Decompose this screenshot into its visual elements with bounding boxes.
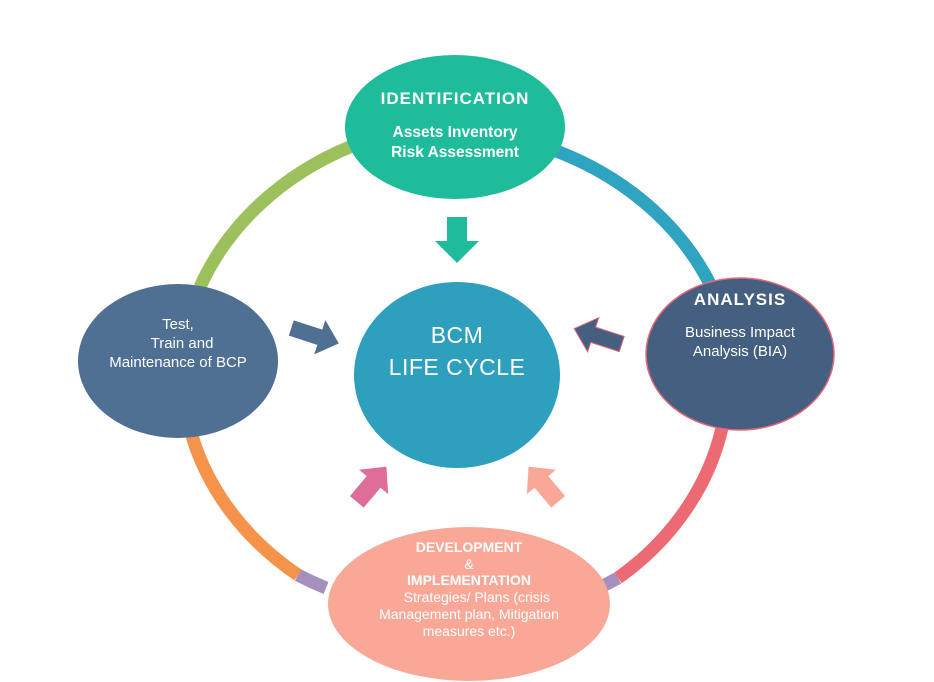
analysis-line-1: Business Impact <box>684 324 796 341</box>
analysis-node: ANALYSIS Business Impact Analysis (BIA) <box>645 278 835 430</box>
center-node-shape <box>354 282 560 468</box>
center-line-2: LIFE CYCLE <box>388 354 526 380</box>
test-line-2: Train and <box>142 335 214 352</box>
arrow-down-icon <box>435 217 479 263</box>
analysis-line-2: Analysis (BIA) <box>692 343 788 360</box>
arrow-up-right-icon <box>349 466 389 508</box>
development-line-1: Strategies/ Plans (crisis <box>388 589 550 605</box>
analysis-node-shape <box>645 277 835 431</box>
test-line-3: Maintenance of BCP <box>109 354 247 371</box>
development-line-3: measures etc.) <box>422 623 516 639</box>
implementation-title: IMPLEMENTATION <box>407 572 531 588</box>
identification-line-1: Assets Inventory <box>392 124 518 141</box>
test-node-shape <box>78 284 278 438</box>
development-line-2: Management plan, Mitigation <box>379 606 559 622</box>
development-node-shape <box>328 527 610 681</box>
arrow-left-icon <box>573 316 625 354</box>
development-node: DEVELOPMENT & IMPLEMENTATION Strategies/… <box>328 527 610 677</box>
ring-segment-development-left <box>294 569 329 595</box>
identification-line-2: Risk Assessment <box>391 144 519 161</box>
development-title: DEVELOPMENT <box>415 539 523 555</box>
identification-node: IDENTIFICATION Assets Inventory Risk Ass… <box>345 55 565 199</box>
test-line-1: Test, <box>162 316 194 333</box>
identification-node-shape <box>345 55 565 199</box>
ring-segment-identification-analysis <box>545 141 718 291</box>
ring-segment-analysis-development <box>614 426 729 584</box>
center-line-1: BCM <box>430 322 484 348</box>
identification-title: IDENTIFICATION <box>380 89 530 108</box>
development-ampersand: & <box>464 556 474 572</box>
test-node: Test, Train and Maintenance of BCP <box>78 285 278 437</box>
arrow-right-icon <box>288 320 339 355</box>
ring-segment-development-test <box>185 434 302 581</box>
analysis-title: ANALYSIS <box>693 290 787 309</box>
center-node: BCM LIFE CYCLE <box>354 283 560 468</box>
ring-segment-test-identification <box>194 139 355 290</box>
arrow-up-left-icon <box>526 466 566 508</box>
